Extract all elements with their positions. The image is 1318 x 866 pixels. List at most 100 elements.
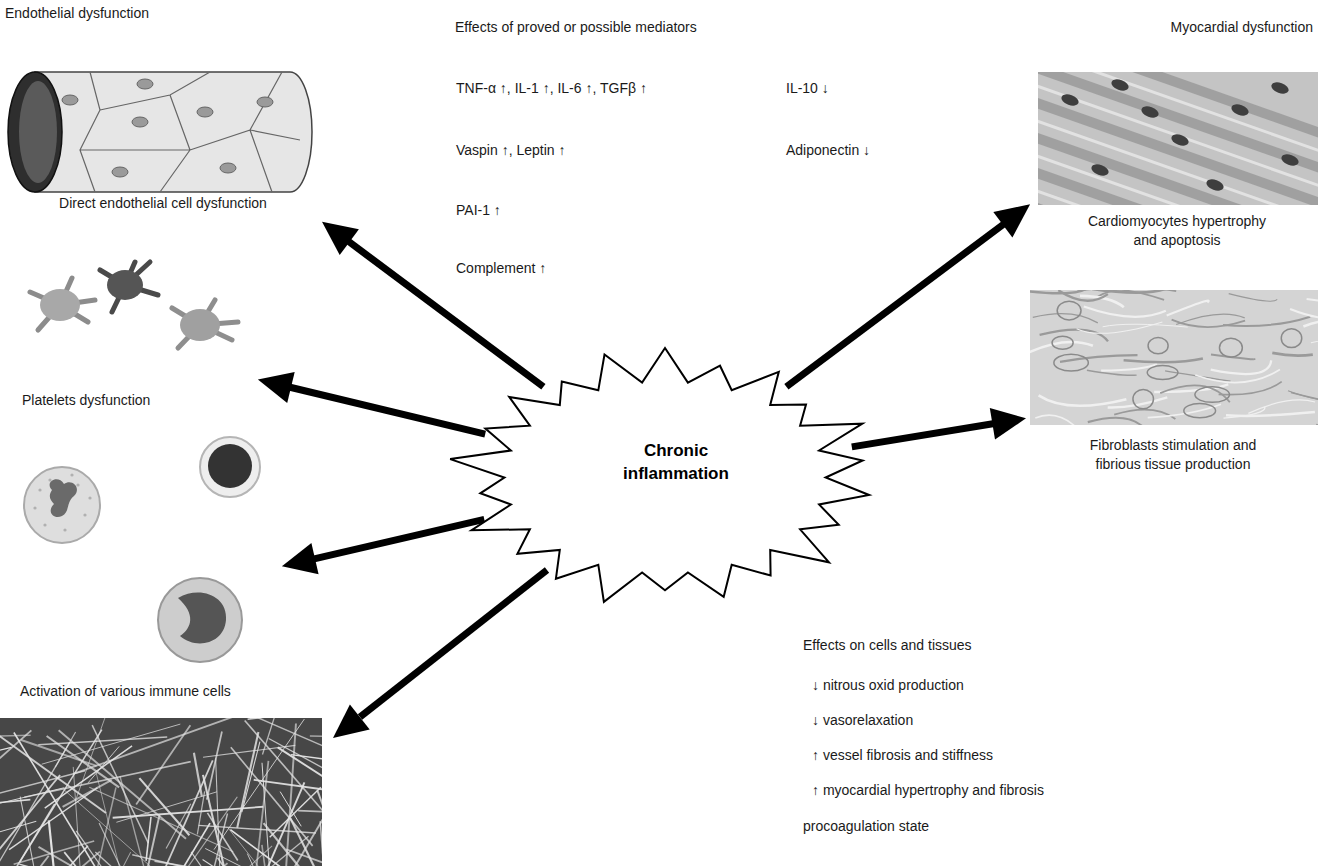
neutrophil — [24, 467, 100, 543]
fibrin-strand — [0, 747, 11, 784]
fibrin-strand — [218, 858, 303, 866]
fibroblast-strand — [1248, 400, 1315, 413]
fibrin-strand — [132, 855, 277, 866]
neutrophil-granules — [33, 506, 36, 509]
mediator-item: TNF-α ↑, IL-1 ↑, IL-6 ↑, TGFβ ↑ — [456, 80, 647, 97]
fibroblast-strand — [1307, 295, 1318, 301]
starburst-node: Chronic inflammation — [445, 345, 885, 610]
fibrin-strand — [231, 747, 313, 846]
fibre-gaps — [1038, 72, 1318, 158]
fibrin-strand — [89, 787, 233, 852]
fibroblast-strand — [1219, 382, 1282, 395]
neutrophil-granules — [63, 528, 66, 531]
monocyte-nucleus — [178, 592, 226, 643]
fibroblast-strand — [1087, 370, 1137, 375]
fibroblast-strand — [1033, 314, 1098, 323]
vessel-opening — [8, 72, 62, 192]
myocyte-nuclei — [1230, 102, 1250, 118]
fibrin-strand — [230, 830, 301, 866]
fibrin-strand — [20, 730, 102, 863]
fibrin-strands — [0, 718, 322, 866]
neutrophil-granules — [83, 513, 86, 516]
micrograph-ground — [0, 718, 322, 866]
fibroblast-cell — [1147, 366, 1178, 380]
effect-item: ↑ myocardial hypertrophy and fibrosis — [812, 782, 1044, 799]
fibrin-strand — [64, 852, 168, 866]
fibroblast-strand — [1229, 294, 1278, 302]
fibroblast-strand — [1124, 359, 1203, 363]
neutrophil-granules — [33, 473, 91, 531]
fibrin-strand — [248, 718, 305, 719]
neutrophil-granules — [38, 488, 41, 491]
arrow-head — [282, 543, 319, 574]
monocyte — [158, 578, 242, 662]
fibroblast-cell — [1219, 338, 1242, 357]
fibrin-strand — [322, 718, 323, 805]
myocyte-nuclei — [1060, 92, 1080, 108]
fibrin-mesh-micrograph — [0, 718, 322, 866]
fibrin-strand — [237, 732, 258, 828]
muscle-fibres — [1038, 72, 1318, 205]
fibroblast-texture — [1030, 290, 1318, 425]
illustration-caption: Fibroblasts stimulation and fibrious tis… — [1028, 436, 1318, 474]
muscle-fibres — [1038, 160, 1318, 205]
fibrin-strand — [42, 724, 181, 764]
arrow-line — [313, 519, 484, 559]
fibre-gaps — [1038, 72, 1318, 205]
neutrophil-granules — [48, 478, 51, 481]
fibrin-strand — [154, 823, 210, 866]
arrow-to-fibrin — [333, 570, 547, 738]
illustration-caption: Platelets dysfunction — [18, 391, 250, 410]
neutrophil-granules — [70, 473, 73, 476]
myocyte-nuclei — [1270, 80, 1290, 96]
fibroblast-cell — [1281, 329, 1301, 348]
fibroblast-strand — [1211, 360, 1272, 374]
myocyte-nuclei — [1110, 77, 1130, 93]
myocyte-nuclei — [1140, 104, 1160, 120]
illustration-caption: Direct endothelial cell dysfunction — [8, 194, 318, 213]
myocyte-nuclei — [1090, 162, 1110, 178]
mediator-item: IL-10 ↓ — [786, 80, 829, 97]
fibrin-strand — [243, 836, 309, 866]
fibrin-strand — [73, 767, 80, 866]
fibrin-strand — [49, 820, 60, 866]
fibroblast-cell — [1195, 387, 1230, 402]
fibroblast-strand — [1226, 412, 1315, 416]
immune-caption-box: Activation of various immune cells — [15, 435, 307, 701]
immune-cells-illustration — [24, 437, 260, 662]
fibroblast-strand — [1103, 324, 1188, 327]
fibrin-strand — [191, 852, 214, 866]
arrow-line — [786, 224, 1004, 387]
fibrin-strand — [320, 821, 322, 866]
platelets-illustration — [30, 262, 238, 348]
fibre-gaps — [1038, 108, 1318, 205]
arrow-line — [852, 424, 995, 447]
connector-arrow — [322, 222, 543, 387]
fibrin-strand — [63, 780, 112, 807]
platelet — [30, 278, 95, 330]
cell-nuclei — [62, 95, 78, 105]
fibrin-strand — [99, 823, 140, 866]
fibroblast-caption-box: Fibroblasts stimulation and fibrious tis… — [1028, 287, 1318, 474]
fibre-gaps — [1038, 143, 1318, 205]
fibroblast-strand — [1172, 320, 1246, 327]
fibrin-strand — [14, 732, 105, 866]
connector-arrow — [258, 372, 485, 434]
fibroblast-strand — [1084, 307, 1166, 317]
fibroblast-strand — [1311, 338, 1318, 343]
effect-item: ↑ vessel fibrosis and stiffness — [812, 747, 993, 764]
cell-nuclei — [132, 117, 148, 127]
fibrin-strand — [166, 804, 191, 849]
fibroblast-micrograph — [1030, 290, 1318, 425]
fibroblast-strand — [1058, 290, 1108, 301]
fibroblast-cell — [1184, 404, 1216, 418]
fibrin-strand — [139, 778, 189, 835]
fibrin-strand — [254, 780, 322, 804]
fibrin-strand — [0, 800, 30, 813]
fibroblast-strand — [1316, 424, 1318, 425]
fibroblast-strand — [1148, 404, 1221, 417]
cell-nuclei — [197, 107, 213, 117]
fibroblast-strand — [1303, 321, 1318, 334]
mediator-item: Complement ↑ — [456, 260, 546, 277]
